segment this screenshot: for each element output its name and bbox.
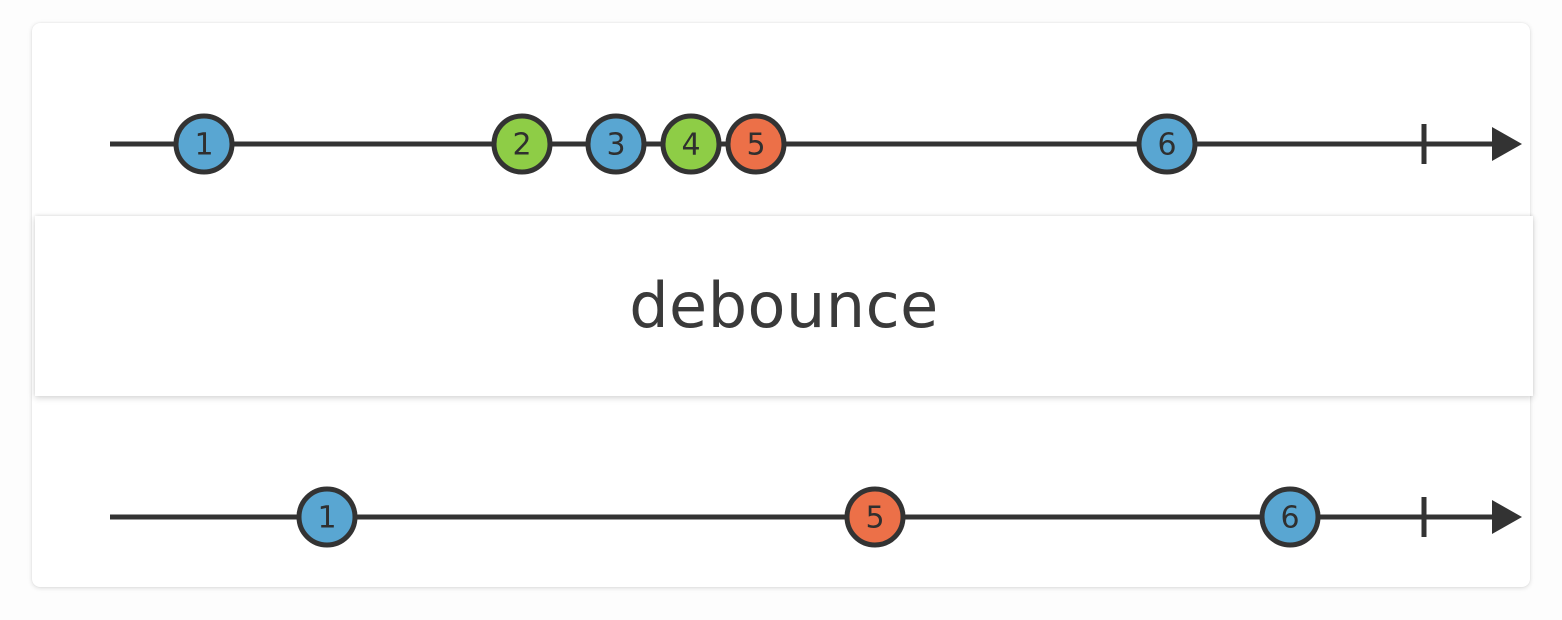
marble-circle <box>491 113 553 175</box>
diagram-card: 1 2 3 4 5 6 debounce 1 5 6 <box>32 23 1533 587</box>
marble-value: 5 <box>746 128 765 163</box>
marble-circle <box>844 486 906 548</box>
marble-value: 1 <box>194 128 213 163</box>
marble[interactable]: 1 <box>296 486 358 548</box>
marble-value: 4 <box>681 128 700 163</box>
marble-value: 6 <box>1280 501 1299 536</box>
marble[interactable]: 5 <box>844 486 906 548</box>
marble[interactable]: 1 <box>173 113 235 175</box>
marble-value: 6 <box>1157 128 1176 163</box>
marble-value: 2 <box>512 128 531 163</box>
marble-circle <box>1136 113 1198 175</box>
source-timeline: 1 2 3 4 5 6 <box>110 113 1522 175</box>
marble-circle <box>173 113 235 175</box>
operator-band: debounce <box>35 216 1533 396</box>
timeline-arrowhead <box>1492 500 1522 534</box>
marble[interactable]: 4 <box>660 113 722 175</box>
marble[interactable]: 3 <box>585 113 647 175</box>
marble[interactable]: 2 <box>491 113 553 175</box>
operator-label: debounce <box>629 269 939 342</box>
output-timeline-group: 1 5 6 <box>110 486 1522 548</box>
output-timeline: 1 5 6 <box>110 486 1522 548</box>
marble[interactable]: 6 <box>1136 113 1198 175</box>
marble-circle <box>296 486 358 548</box>
marble-circle <box>660 113 722 175</box>
source-timeline-group: 1 2 3 4 5 6 <box>110 113 1522 175</box>
marble[interactable]: 6 <box>1259 486 1321 548</box>
timeline-arrowhead <box>1492 127 1522 161</box>
marble-value: 1 <box>317 501 336 536</box>
marble-circle <box>585 113 647 175</box>
marble-value: 5 <box>865 501 884 536</box>
marble-circle <box>725 113 787 175</box>
marble-value: 3 <box>606 128 625 163</box>
marble[interactable]: 5 <box>725 113 787 175</box>
marble-circle <box>1259 486 1321 548</box>
